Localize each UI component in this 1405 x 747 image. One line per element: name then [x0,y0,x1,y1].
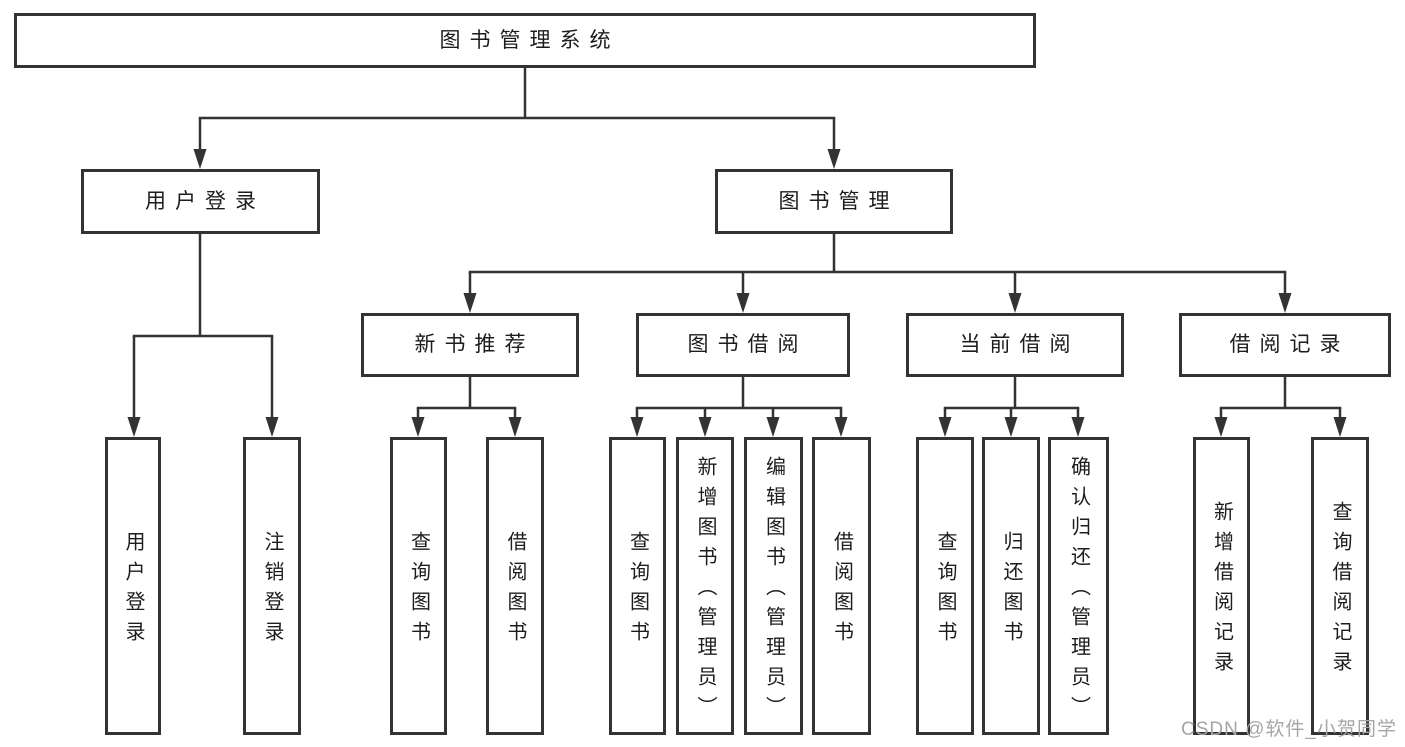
node-label: 新增图书（管理员） [694,456,716,726]
arrowhead-icon [193,149,207,169]
node-borrow-books-recommend: 借阅图书 [486,437,544,735]
node-label: 图书借阅 [687,333,808,357]
node-book-borrowing: 图书借阅 [636,313,850,377]
node-logout-action: 注销登录 [243,437,301,735]
arrowhead-icon [834,417,848,437]
node-label: 图书管理系统 [439,28,620,52]
node-query-borrow-record: 查询借阅记录 [1311,437,1369,735]
node-label: 新书推荐 [414,333,535,357]
node-label: 借阅图书 [504,531,526,651]
arrowhead-icon [411,417,425,437]
arrowhead-icon [127,417,141,437]
node-borrow-books-borrowing: 借阅图书 [812,437,871,735]
node-label: 用户登录 [122,531,144,651]
arrowhead-icon [1278,293,1292,313]
node-label: 查询图书 [934,531,956,651]
arrowhead-icon [630,417,644,437]
node-new-book-recommend: 新书推荐 [361,313,579,377]
node-current-borrowing: 当前借阅 [906,313,1124,377]
connector-junction [127,234,279,437]
node-label: 用户登录 [145,189,265,213]
node-add-borrow-record: 新增借阅记录 [1193,437,1250,735]
node-borrowing-records: 借阅记录 [1179,313,1391,377]
node-edit-books-admin: 编辑图书（管理员） [744,437,803,735]
connector-junction [463,234,1292,313]
node-label: 确认归还（管理员） [1067,456,1090,726]
arrowhead-icon [827,149,841,169]
node-query-books-recommend: 查询图书 [390,437,447,735]
node-user-login: 用户登录 [81,169,320,234]
connector-junction [938,377,1085,437]
connector-junction [1214,377,1347,437]
watermark: CSDN @软件_小贺同学 [1181,719,1397,740]
arrowhead-icon [1333,417,1347,437]
node-query-books-borrowing: 查询图书 [609,437,666,735]
node-add-books-admin: 新增图书（管理员） [676,437,734,735]
node-label: 查询图书 [626,531,649,651]
arrowhead-icon [1004,417,1018,437]
node-label: 借阅记录 [1229,333,1350,357]
node-label: 图书管理 [778,189,899,213]
node-user-login-action: 用户登录 [105,437,161,735]
node-confirm-return-admin: 确认归还（管理员） [1048,437,1109,735]
node-label: 当前借阅 [959,333,1080,357]
arrowhead-icon [1214,417,1228,437]
connector-junction [411,377,522,437]
node-book-management: 图书管理 [715,169,953,234]
node-label: 归还图书 [1000,531,1022,651]
arrowhead-icon [938,417,952,437]
node-label: 编辑图书（管理员） [762,456,785,726]
arrowhead-icon [1008,293,1022,313]
arrowhead-icon [1071,417,1085,437]
connector-junction [630,377,848,437]
arrowhead-icon [698,417,712,437]
node-query-books-current: 查询图书 [916,437,974,735]
node-root: 图书管理系统 [14,13,1036,68]
arrowhead-icon [508,417,522,437]
node-label: 注销登录 [261,531,283,651]
node-label: 查询借阅记录 [1329,501,1351,681]
node-label: 借阅图书 [830,531,853,651]
arrowhead-icon [736,293,750,313]
arrowhead-icon [766,417,780,437]
connector-junction [193,68,841,169]
arrowhead-icon [265,417,279,437]
arrowhead-icon [463,293,477,313]
node-return-books: 归还图书 [982,437,1040,735]
node-label: 新增借阅记录 [1210,501,1233,681]
node-label: 查询图书 [407,531,430,651]
